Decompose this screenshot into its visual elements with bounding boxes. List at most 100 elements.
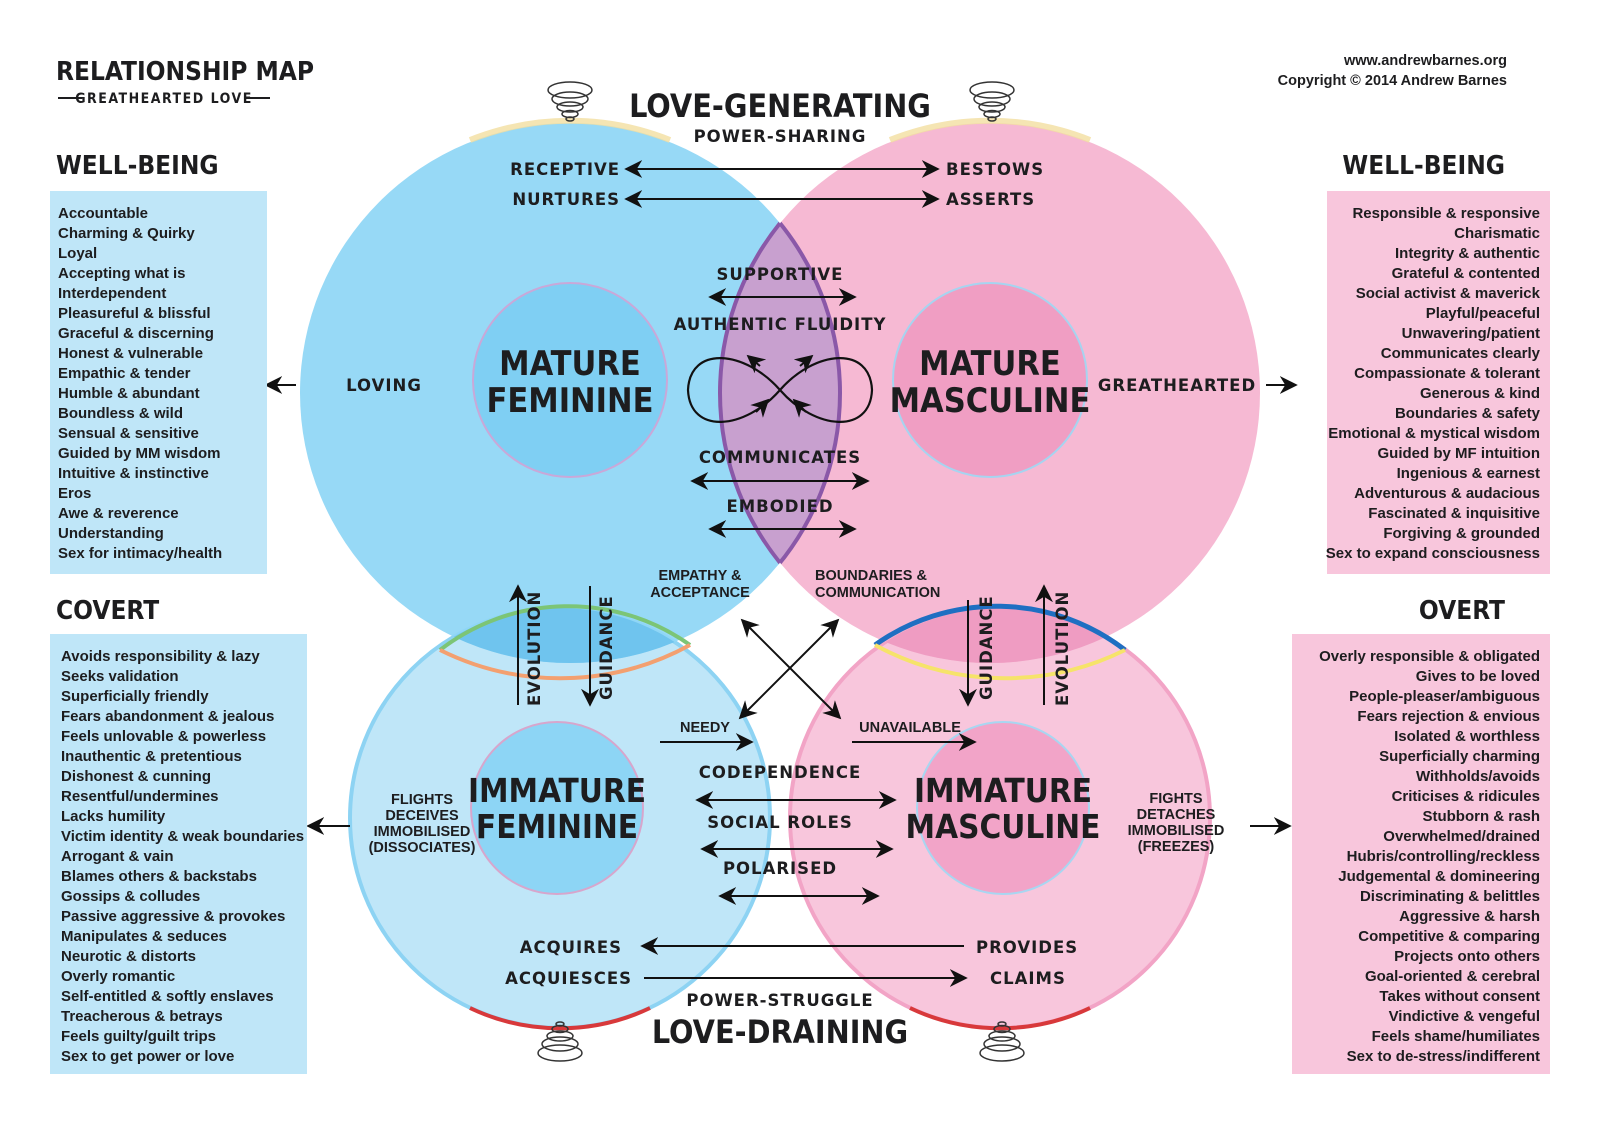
spiral-icon xyxy=(547,81,593,122)
nurtures-label: NURTURES xyxy=(512,190,620,209)
well-being-left-panel xyxy=(50,191,267,574)
list-item: Playful/peaceful xyxy=(1426,305,1540,322)
list-item: Accepting what is xyxy=(58,265,186,282)
boundaries-label-line2: COMMUNICATION xyxy=(815,585,940,601)
list-item: Guided by MF intuition xyxy=(1378,445,1540,462)
dissociates-label: (DISSOCIATES) xyxy=(369,840,476,856)
provides-label: PROVIDES xyxy=(976,938,1078,957)
list-item: Ingenious & earnest xyxy=(1397,465,1540,482)
acquiesces-label: ACQUIESCES xyxy=(505,969,632,988)
list-item: Superficially charming xyxy=(1379,748,1540,765)
list-item: Awe & reverence xyxy=(58,505,179,522)
overt-heading: OVERT xyxy=(1419,596,1505,626)
greathearted-label: GREATHEARTED xyxy=(1098,376,1256,395)
list-item: Boundless & wild xyxy=(58,405,183,422)
fights-label: FIGHTS xyxy=(1149,791,1202,807)
immobilised-right-label: IMMOBILISED xyxy=(1128,823,1225,839)
infinity-icon xyxy=(686,354,874,423)
list-item: Eros xyxy=(58,485,91,502)
covert-heading: COVERT xyxy=(56,596,159,626)
list-item: Boundaries & safety xyxy=(1395,405,1541,422)
well-being-right-list: Responsible & responsiveCharismaticInteg… xyxy=(1326,205,1541,562)
list-item: Accountable xyxy=(58,205,148,222)
immature-masculine-line1: IMMATURE xyxy=(914,771,1092,810)
list-item: Pleasureful & blissful xyxy=(58,305,211,322)
love-generating-title: LOVE-GENERATING xyxy=(629,87,931,125)
list-item: Withholds/avoids xyxy=(1416,768,1540,785)
immature-feminine-line1: IMMATURE xyxy=(468,771,646,810)
list-item: Sensual & sensitive xyxy=(58,425,199,442)
freezes-label: (FREEZES) xyxy=(1138,839,1215,855)
list-item: Victim identity & weak boundaries xyxy=(61,828,304,845)
list-item: Neurotic & distorts xyxy=(61,948,196,965)
list-item: Passive aggressive & provokes xyxy=(61,908,285,925)
loving-label: LOVING xyxy=(346,376,422,395)
list-item: Communicates clearly xyxy=(1381,345,1541,362)
mature-feminine-line2: FEMININE xyxy=(486,381,653,421)
list-item: Self-entitled & softly enslaves xyxy=(61,988,274,1005)
list-item: Adventurous & audacious xyxy=(1354,485,1540,502)
mature-masculine-core xyxy=(892,282,1088,478)
communicates-label: COMMUNICATES xyxy=(699,448,861,467)
power-sharing-subtitle: POWER-SHARING xyxy=(694,127,867,146)
list-item: Discriminating & belittles xyxy=(1360,888,1540,905)
covert-panel xyxy=(50,634,307,1074)
codependence-label: CODEPENDENCE xyxy=(699,763,861,782)
list-item: Loyal xyxy=(58,245,97,262)
list-item: Sex to expand consciousness xyxy=(1326,545,1540,562)
embodied-label: EMBODIED xyxy=(726,497,833,516)
mature-masculine-line1: MATURE xyxy=(919,344,1061,384)
list-item: Responsible & responsive xyxy=(1352,205,1540,222)
social-roles-label: SOCIAL ROLES xyxy=(707,813,853,832)
unavailable-label: UNAVAILABLE xyxy=(859,720,961,736)
list-item: Empathic & tender xyxy=(58,365,191,382)
list-item: Criticises & ridicules xyxy=(1392,788,1540,805)
list-item: Sex to de-stress/indifferent xyxy=(1347,1048,1540,1065)
list-item: Sex to get power or love xyxy=(61,1048,234,1065)
list-item: Fears rejection & envious xyxy=(1357,708,1540,725)
immobilised-left-label: IMMOBILISED xyxy=(374,824,471,840)
page-title: RELATIONSHIP MAP xyxy=(56,57,314,87)
immature-feminine-line2: FEMININE xyxy=(476,807,638,846)
list-item: Stubborn & rash xyxy=(1422,808,1540,825)
website-text: www.andrewbarnes.org xyxy=(1343,53,1507,69)
mature-feminine-line1: MATURE xyxy=(499,344,641,384)
guidance-left-label: GUIDANCE xyxy=(597,595,616,700)
evolution-left-label: EVOLUTION xyxy=(525,591,544,706)
list-item: Interdependent xyxy=(58,285,166,302)
list-item: Sex for intimacy/health xyxy=(58,545,222,562)
list-item: Overly romantic xyxy=(61,968,175,985)
claims-label: CLAIMS xyxy=(990,969,1066,988)
list-item: Judgemental & domineering xyxy=(1338,868,1540,885)
list-item: Fears abandonment & jealous xyxy=(61,708,274,725)
list-item: Charming & Quirky xyxy=(58,225,195,242)
needy-label: NEEDY xyxy=(680,720,730,736)
list-item: Superficially friendly xyxy=(61,688,209,705)
well-being-right-heading: WELL-BEING xyxy=(1342,151,1505,181)
bestows-label: BESTOWS xyxy=(946,160,1044,179)
list-item: Dishonest & cunning xyxy=(61,768,211,785)
empathy-label-line2: ACCEPTANCE xyxy=(650,585,750,601)
immature-masculine-core xyxy=(916,721,1090,895)
list-item: Goal-oriented & cerebral xyxy=(1365,968,1540,985)
flights-label: FLIGHTS xyxy=(391,792,453,808)
spiral-icon xyxy=(969,81,1015,122)
list-item: Forgiving & grounded xyxy=(1383,525,1540,542)
list-item: Intuitive & instinctive xyxy=(58,465,209,482)
well-being-right-panel xyxy=(1327,191,1550,574)
list-item: Guided by MM wisdom xyxy=(58,445,221,462)
list-item: Grateful & contented xyxy=(1392,265,1540,282)
list-item: Lacks humility xyxy=(61,808,166,825)
list-item: Hubris/controlling/reckless xyxy=(1347,848,1540,865)
acquires-label: ACQUIRES xyxy=(520,938,622,957)
list-item: Social activist & maverick xyxy=(1356,285,1541,302)
guidance-right-label: GUIDANCE xyxy=(977,595,996,700)
evolution-right-label: EVOLUTION xyxy=(1053,591,1072,706)
boundaries-label-line1: BOUNDARIES & xyxy=(815,568,928,584)
mature-feminine-core xyxy=(472,282,668,478)
list-item: Gossips & colludes xyxy=(61,888,200,905)
list-item: Overwhelmed/drained xyxy=(1383,828,1540,845)
list-item: Blames others & backstabs xyxy=(61,868,257,885)
asserts-label: ASSERTS xyxy=(946,190,1035,209)
